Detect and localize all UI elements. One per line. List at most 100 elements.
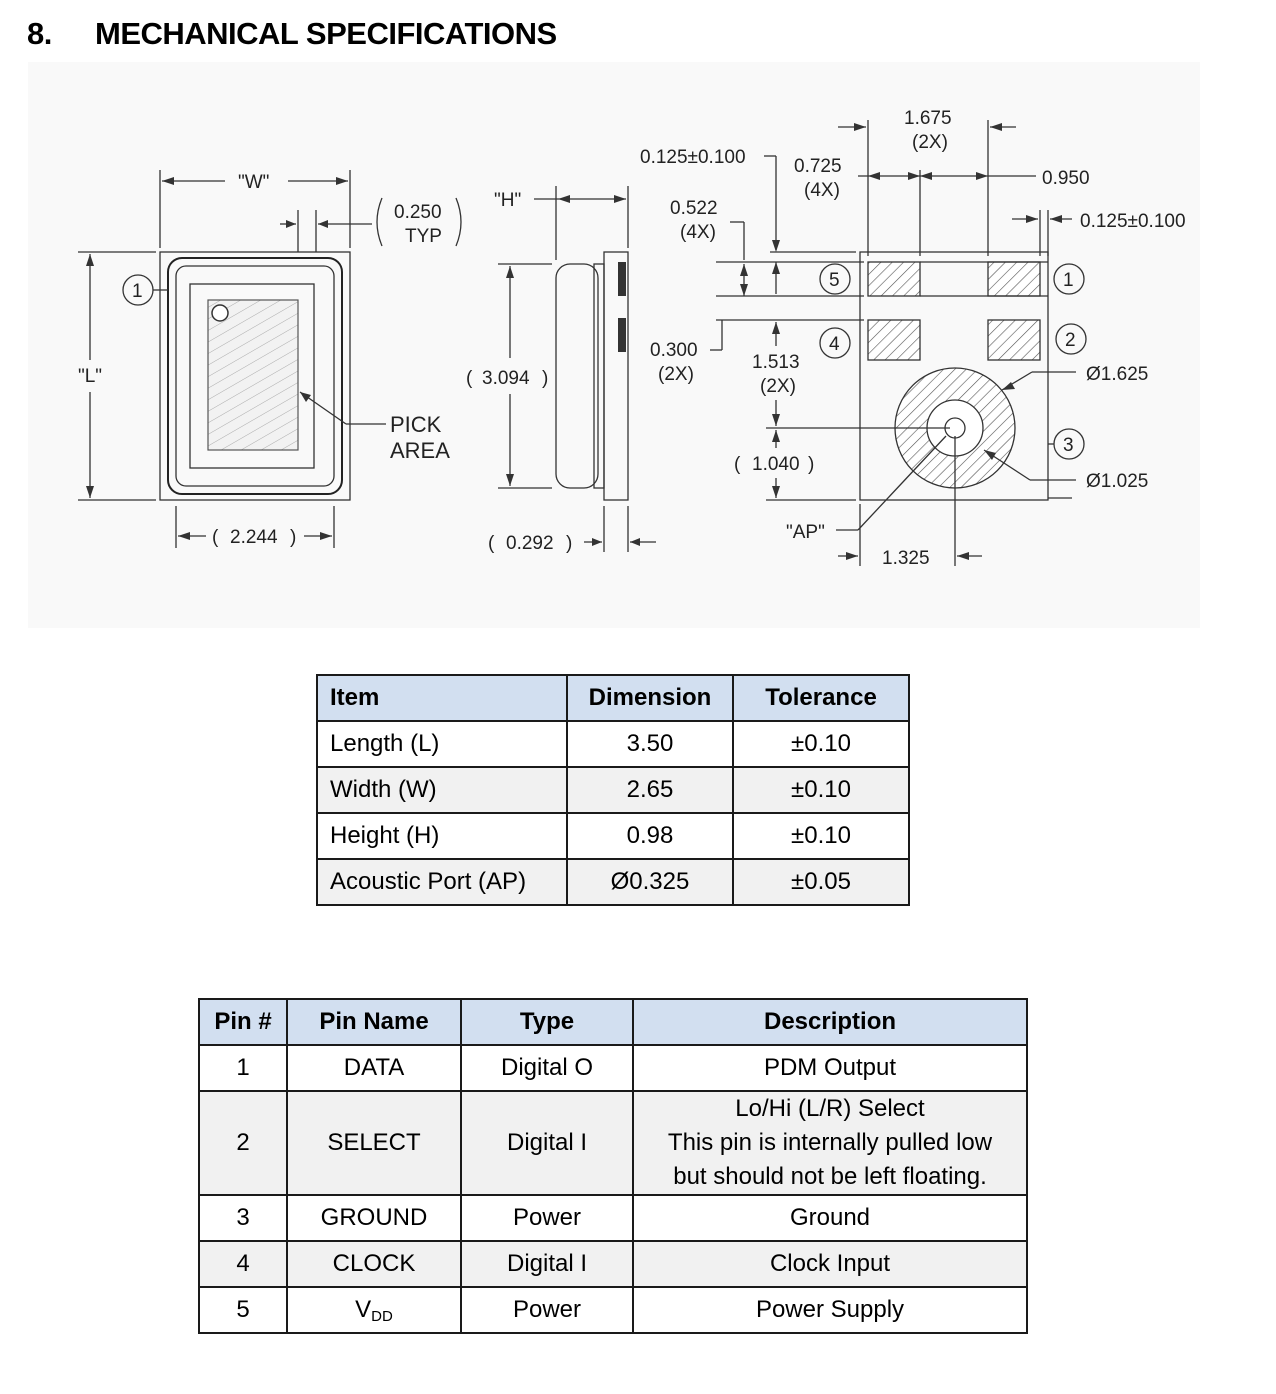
paren-r: ): [566, 533, 572, 554]
l-marker: "L": [78, 366, 102, 387]
cell-dimension: Ø0.325: [566, 858, 734, 906]
cell-item: Height (H): [316, 812, 568, 860]
w-marker: "W": [238, 172, 269, 193]
section-heading: 8. MECHANICAL SPECIFICATIONS: [27, 16, 557, 52]
col-pin-name: Pin Name: [286, 998, 462, 1046]
paren-l: (: [466, 368, 473, 389]
pad-2: [987, 319, 1041, 361]
side-view: "H" ( 3.094 ) ( 0.292 ): [466, 186, 656, 554]
pin-callout-3: 3: [1063, 435, 1074, 456]
dim-2244: 2.244: [230, 527, 278, 548]
pad-4: [867, 319, 921, 361]
dim-0250: 0.250: [394, 202, 442, 223]
cell-description: Clock Input: [632, 1240, 1028, 1288]
table-row: 3 GROUND Power Ground: [198, 1194, 1028, 1242]
col-tolerance: Tolerance: [732, 674, 910, 722]
pin-table: Pin # Pin Name Type Description 1 DATA D…: [198, 998, 1028, 1334]
table-row: 1 DATA Digital O PDM Output: [198, 1044, 1028, 1092]
cell-description: Ground: [632, 1194, 1028, 1242]
cell-item: Width (W): [316, 766, 568, 814]
side-substrate: [603, 251, 629, 501]
paren-l: (: [734, 454, 741, 475]
dim-1675-2x: (2X): [912, 132, 948, 153]
typ-label: TYP: [405, 226, 442, 247]
dim-0125-top: 0.125±0.100: [640, 147, 746, 168]
dia-1625: Ø1.625: [1086, 364, 1148, 385]
table-row: Acoustic Port (AP) Ø0.325 ±0.05: [316, 858, 910, 906]
col-pin-number: Pin #: [198, 998, 288, 1046]
dim-0300-2x: (2X): [658, 364, 694, 385]
table-row: 2 SELECT Digital I Lo/Hi (L/R) Select Th…: [198, 1090, 1028, 1196]
side-lid: [555, 263, 599, 489]
cell-tolerance: ±0.05: [732, 858, 910, 906]
dim-0725: 0.725: [794, 156, 842, 177]
cell-description: PDM Output: [632, 1044, 1028, 1092]
cell-item: Length (L): [316, 720, 568, 768]
dim-3094: 3.094: [482, 368, 530, 389]
pick-area-line2: AREA: [390, 438, 450, 463]
section-number: 8.: [27, 16, 52, 51]
table-row: Length (L) 3.50 ±0.10: [316, 720, 910, 768]
table-header-row: Pin # Pin Name Type Description: [198, 998, 1028, 1046]
cell-description: Power Supply: [632, 1286, 1028, 1334]
paren-l: (: [212, 527, 219, 548]
pad-5: [867, 261, 921, 297]
cell-type: Power: [460, 1194, 634, 1242]
dim-0300: 0.300: [650, 340, 698, 361]
lid-inner: [175, 265, 335, 487]
paren-r: ): [290, 527, 296, 548]
cell-tolerance: ±0.10: [732, 766, 910, 814]
table-header-row: Item Dimension Tolerance: [316, 674, 910, 722]
dimension-table: Item Dimension Tolerance Length (L) 3.50…: [316, 674, 910, 906]
mechanical-drawing: "W" 0.250 TYP "L" 1 ( 2.244 ): [78, 108, 1186, 569]
description-line: This pin is internally pulled low: [667, 1129, 993, 1156]
lid-cavity: [189, 283, 315, 469]
col-dimension: Dimension: [566, 674, 734, 722]
cell-description: Lo/Hi (L/R) Select This pin is internall…: [632, 1090, 1028, 1196]
cell-tolerance: ±0.10: [732, 812, 910, 860]
pick-area-line1: PICK: [390, 412, 442, 437]
dim-0522: 0.522: [670, 198, 718, 219]
table-row: 5 VDD Power Power Supply: [198, 1286, 1028, 1334]
pin-name-subscript: DD: [371, 1307, 393, 1325]
pin-callout-1-top: 1: [132, 281, 143, 302]
pad-1: [987, 261, 1041, 297]
dim-1040: 1.040: [752, 454, 800, 475]
description-line: Lo/Hi (L/R) Select: [735, 1095, 925, 1122]
cell-pin-number: 4: [198, 1240, 288, 1288]
table-row: Height (H) 0.98 ±0.10: [316, 812, 910, 860]
cell-pin-number: 2: [198, 1090, 288, 1196]
dia-1025: Ø1.025: [1086, 471, 1148, 492]
dim-1513: 1.513: [752, 352, 800, 373]
pick-area-region: [207, 299, 299, 451]
dim-0725-4x: (4X): [804, 180, 840, 201]
col-description: Description: [632, 998, 1028, 1046]
bottom-view: 1.675 (2X) 0.725 (4X) 0.950 0.125±0.100 …: [640, 108, 1186, 569]
dim-1325: 1.325: [882, 548, 930, 569]
pin-callout-4: 4: [829, 334, 840, 355]
package-outline: [159, 251, 351, 501]
cell-pin-number: 1: [198, 1044, 288, 1092]
bottom-outline: [859, 251, 1049, 501]
h-marker: "H": [494, 190, 521, 211]
cell-type: Digital O: [460, 1044, 634, 1092]
dim-0292: 0.292: [506, 533, 554, 554]
paren-r: ): [542, 368, 548, 389]
paren-l: (: [488, 533, 495, 554]
ap-marker: "AP": [786, 522, 825, 543]
lid-outline: [167, 257, 343, 495]
pin-name-main: V: [355, 1295, 372, 1323]
cell-pin-name: SELECT: [286, 1090, 462, 1196]
dim-0950: 0.950: [1042, 168, 1090, 189]
cell-pin-name: VDD: [286, 1286, 462, 1334]
pin-callout-2: 2: [1065, 330, 1076, 351]
cell-pin-name: CLOCK: [286, 1240, 462, 1288]
pin1-marker: [211, 304, 229, 322]
section-title: MECHANICAL SPECIFICATIONS: [95, 16, 557, 51]
cell-type: Power: [460, 1286, 634, 1334]
dim-0522-4x: (4X): [680, 222, 716, 243]
cell-tolerance: ±0.10: [732, 720, 910, 768]
cell-pin-number: 5: [198, 1286, 288, 1334]
cell-pin-name: DATA: [286, 1044, 462, 1092]
cell-dimension: 3.50: [566, 720, 734, 768]
